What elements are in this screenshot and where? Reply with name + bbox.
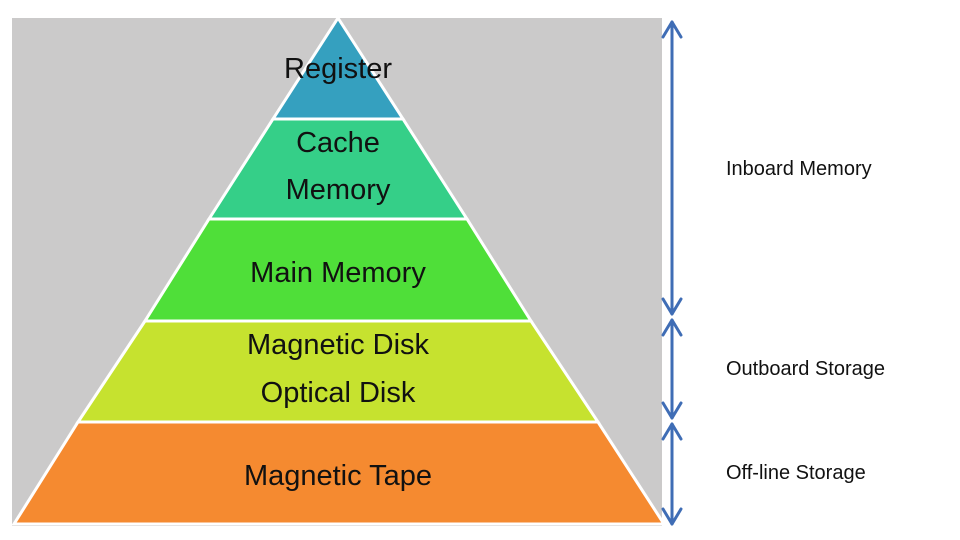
outboard-storage-arrow — [661, 318, 683, 420]
cache-label-line2: Memory — [286, 174, 391, 206]
offline-storage-label: Off-line Storage — [726, 462, 866, 484]
tier-magnetic-tape — [11, 420, 667, 526]
inboard-memory-label: Inboard Memory — [726, 158, 872, 180]
magnetic-tape-label: Magnetic Tape — [244, 460, 432, 492]
main-memory-label: Main Memory — [250, 257, 426, 289]
inboard-memory-arrow — [661, 20, 683, 316]
offline-storage-arrow — [661, 422, 683, 526]
register-label: Register — [284, 53, 392, 85]
disk-label-line2: Optical Disk — [261, 377, 416, 409]
disk-label-line1: Magnetic Disk — [247, 329, 430, 361]
cache-label-line1: Cache — [296, 127, 380, 159]
outboard-storage-label: Outboard Storage — [726, 358, 885, 380]
